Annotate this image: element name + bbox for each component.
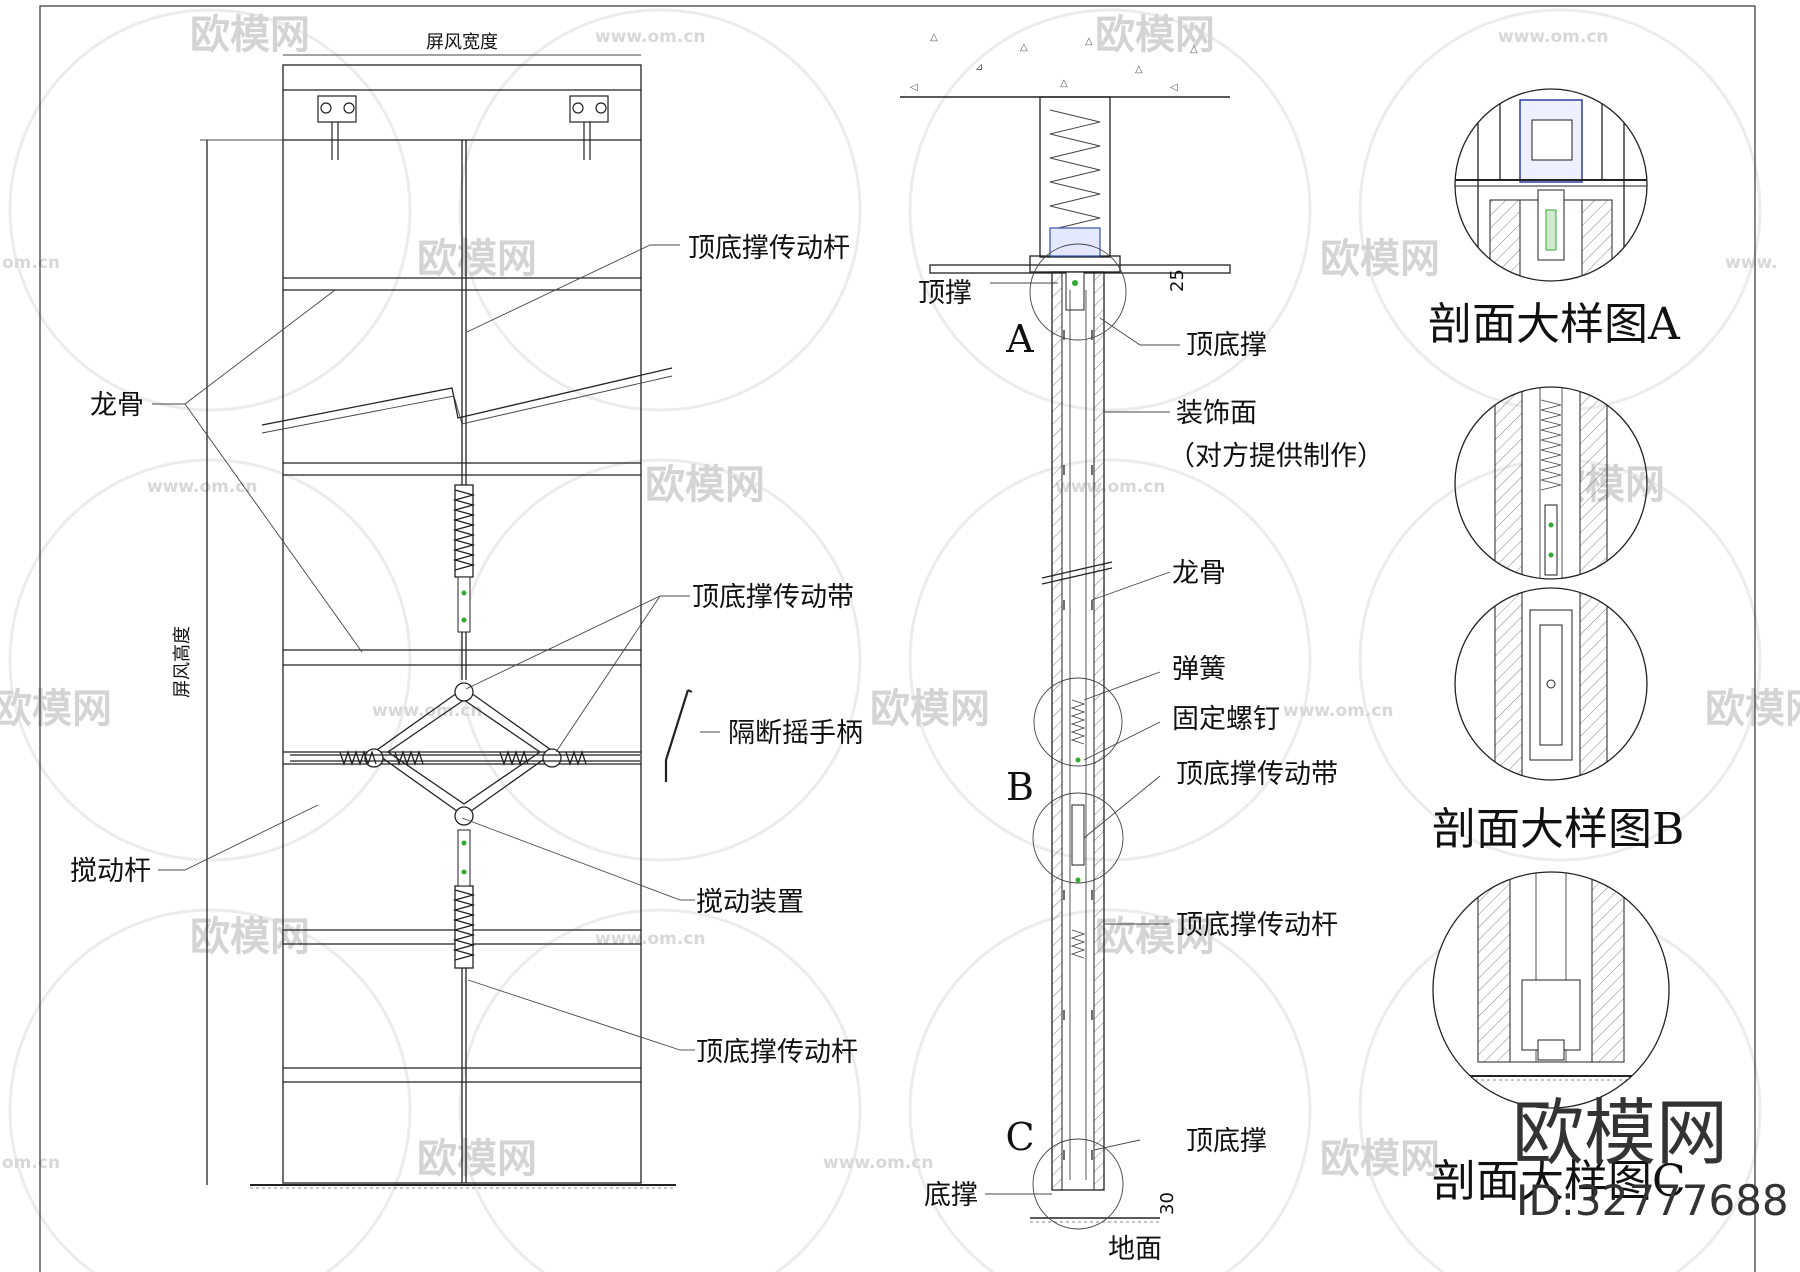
detail-c: 剖面大样图C — [1432, 871, 1686, 1207]
svg-text:△: △ — [1135, 64, 1143, 75]
dim-top: 25 — [1167, 269, 1188, 292]
watermark-url: www.om.cn — [1283, 701, 1394, 721]
watermark-cn: 欧模网 — [190, 12, 310, 58]
callout-crank-handle: 隔断摇手柄 — [728, 718, 863, 749]
callout-top-rod-upper: 顶底撑传动杆 — [688, 233, 850, 264]
watermark-url: om.cn — [2, 1153, 60, 1173]
detail-b: 剖面大样图B — [1432, 386, 1684, 855]
watermark-url: www.om.cn — [595, 929, 706, 949]
callout-bottom-brace: 底撑 — [924, 1180, 978, 1211]
dim-bottom: 30 — [1157, 1192, 1178, 1215]
brand-id: ID:32777688 — [1516, 1176, 1789, 1225]
watermark-cn: 欧模网 — [1095, 914, 1215, 960]
elevation-view: 屏风宽度 屏风高度 顶底撑传动杆 龙骨 顶底撑传动带 隔断摇手柄 搅动杆 搅动装… — [70, 32, 863, 1189]
watermark-cn: 欧模网 — [417, 1136, 537, 1182]
watermark-cn: 欧模网 — [1320, 236, 1440, 282]
svg-text:△: △ — [1020, 42, 1028, 53]
svg-text:△: △ — [1060, 78, 1068, 89]
callout-stir-rod: 搅动杆 — [70, 856, 151, 887]
callout-spring: 弹簧 — [1172, 654, 1226, 685]
callout-drive-rod: 顶底撑传动杆 — [1176, 910, 1338, 941]
watermark-url: www.om.cn — [1055, 477, 1166, 497]
top-roller-right — [569, 95, 609, 160]
drawing-frame — [39, 5, 1756, 1272]
callout-drive-belt: 顶底撑传动带 — [692, 582, 854, 613]
detail-a-title: 剖面大样图A — [1428, 299, 1681, 350]
svg-text:△: △ — [1190, 44, 1198, 55]
crank-handle-icon — [664, 689, 690, 782]
watermark-url: www. — [1725, 253, 1778, 273]
watermark-cn: 欧模网 — [1320, 1136, 1440, 1182]
watermark-cn: 欧模网 — [190, 914, 310, 960]
callout-top-bottom-brace-lower: 顶底撑 — [1186, 1126, 1267, 1157]
callout-keel: 龙骨 — [90, 390, 144, 421]
brand-mark: 欧模网 ID:32777688 — [1512, 1091, 1789, 1225]
brand-logo: 欧模网 — [1512, 1091, 1728, 1175]
spring-upper — [452, 484, 476, 578]
detail-c-title: 剖面大样图C — [1432, 1156, 1686, 1207]
watermark-cn: 欧模网 — [1705, 686, 1800, 732]
watermark-url: www.om.cn — [595, 27, 706, 47]
callout-drive-belt: 顶底撑传动带 — [1176, 759, 1338, 790]
callout-stir-device: 搅动装置 — [696, 887, 804, 918]
callout-top-rod-lower: 顶底撑传动杆 — [696, 1037, 858, 1068]
marker-c: C — [1005, 1115, 1034, 1159]
callout-top-brace: 顶撑 — [918, 278, 972, 309]
callout-keel: 龙骨 — [1172, 558, 1226, 589]
svg-text:△: △ — [1085, 36, 1093, 47]
watermark-url: www.om.cn — [823, 1153, 934, 1173]
watermark-cn: 欧模网 — [417, 236, 537, 282]
watermark-url: www.om.cn — [372, 701, 483, 721]
watermark-url: www.om.cn — [147, 477, 258, 497]
detail-b-title: 剖面大样图B — [1432, 804, 1684, 855]
watermark-url: om.cn — [2, 253, 60, 273]
svg-text:⊿: ⊿ — [975, 62, 983, 73]
watermark-cn: 欧模网 — [645, 462, 765, 508]
spring-lower — [452, 885, 476, 969]
watermark-cn: 欧模网 — [1095, 12, 1215, 58]
top-roller-left — [317, 95, 357, 160]
scissor-mechanism — [290, 682, 640, 826]
watermark-url: www.om.cn — [1498, 27, 1609, 47]
watermark-cn: 欧模网 — [0, 686, 112, 732]
watermark-text: 欧模网 www.om.cn 欧模网 www.om.cn om.cn 欧模网 欧模… — [0, 12, 1800, 1182]
marker-a: A — [1005, 317, 1034, 361]
callout-fixing-screw: 固定螺钉 — [1172, 704, 1280, 735]
watermark-cn: 欧模网 — [870, 686, 990, 732]
svg-text:◁: ◁ — [1170, 82, 1178, 93]
svg-text:◁: ◁ — [910, 82, 918, 93]
callout-top-bottom-brace-upper: 顶底撑 — [1186, 330, 1267, 361]
svg-text:△: △ — [930, 32, 938, 43]
callout-facing: 装饰面 — [1176, 398, 1257, 429]
height-label: 屏风高度 — [172, 626, 193, 698]
width-label: 屏风宽度 — [426, 32, 498, 53]
marker-b: B — [1006, 765, 1034, 809]
callout-floor: 地面 — [1108, 1234, 1162, 1265]
detail-a: 剖面大样图A — [1428, 88, 1681, 350]
section-view: △ ⊿ △ △ △ △ ◁ △ ◁ 25 — [900, 32, 1384, 1265]
callout-facing-note: （对方提供制作） — [1168, 441, 1384, 472]
